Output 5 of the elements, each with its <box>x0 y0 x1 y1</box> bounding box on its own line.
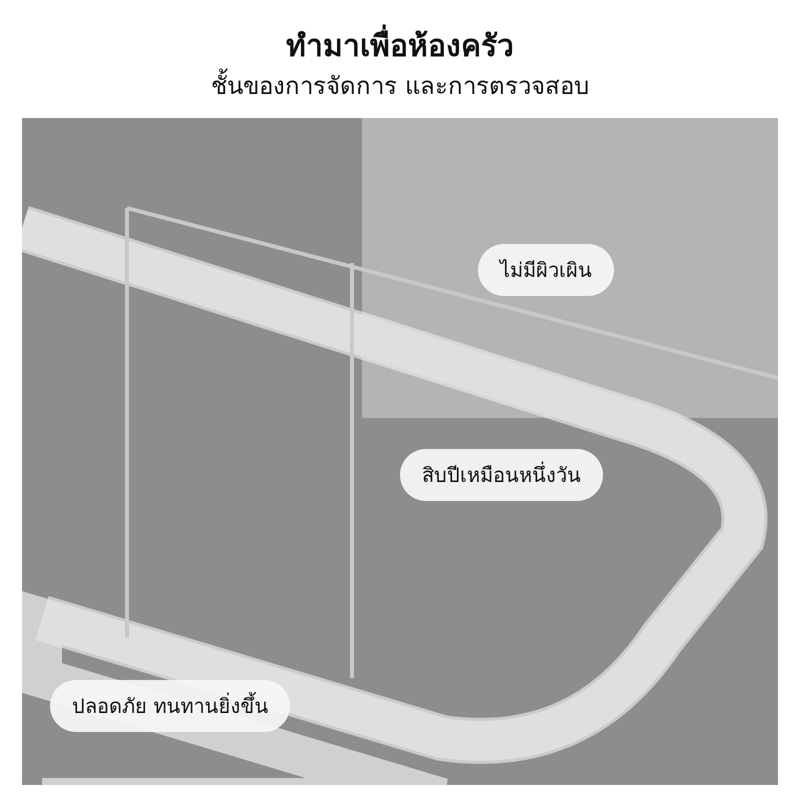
feature-label: ปลอดภัย ทนทานยิ่งขึ้น <box>50 680 290 732</box>
subtitle: ชั้นของการจัดการ และการตรวจสอบ <box>0 66 800 105</box>
title: ทำมาเพื่อห้องครัว <box>0 22 800 69</box>
feature-label: สิบปีเหมือนหนึ่งวัน <box>400 449 603 501</box>
feature-label: ไม่มีผิวเผิน <box>478 244 614 296</box>
